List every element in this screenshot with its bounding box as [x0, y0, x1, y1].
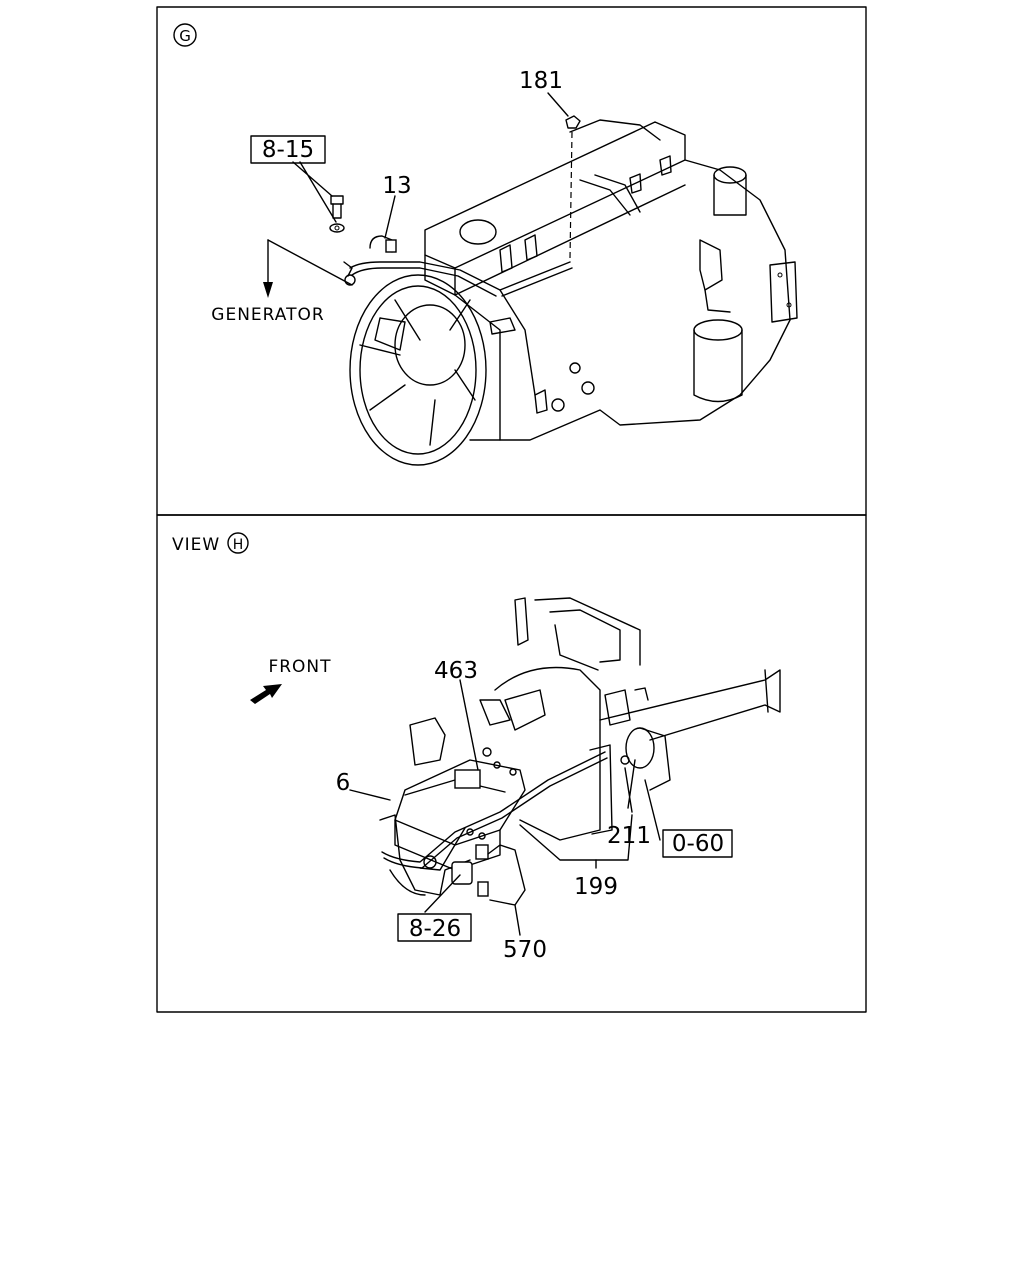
nut-181 [565, 115, 581, 259]
leader-0-60 [644, 779, 661, 841]
leader-570 [514, 904, 521, 936]
front-label: FRONT [268, 657, 331, 677]
leader-181 [547, 92, 569, 117]
panel-h: VIEW H FRONT [156, 514, 867, 1013]
leader-13 [384, 195, 396, 239]
engine-illustration [343, 119, 798, 466]
panel-h-frame [156, 514, 867, 1013]
transmission-illustration [379, 597, 781, 906]
view-label: VIEW [172, 535, 220, 555]
callout-8-26: 8-26 [409, 916, 461, 942]
svg-text:H: H [233, 537, 244, 553]
callout-570: 570 [503, 937, 547, 963]
leader-generator [267, 239, 353, 286]
leader-463 [459, 679, 479, 771]
leader-199 [519, 814, 633, 861]
callout-8-26-box [397, 913, 472, 942]
callout-199: 199 [574, 874, 618, 900]
generator-label: GENERATOR [211, 305, 324, 325]
bolt-washer [329, 195, 345, 233]
callout-0-60-box [662, 829, 733, 858]
generator-arrowhead [263, 282, 273, 298]
front-arrow-icon [250, 684, 282, 704]
leader-8-15 [292, 161, 337, 223]
callout-0-60: 0-60 [672, 831, 724, 857]
callout-13: 13 [382, 173, 411, 199]
marker-g: G [173, 23, 197, 47]
callout-8-15-box [250, 135, 326, 164]
callout-181: 181 [519, 68, 563, 94]
leader-6 [349, 789, 391, 801]
leader-211 [624, 759, 636, 813]
callout-6: 6 [336, 770, 351, 796]
marker-h: H [227, 532, 249, 554]
callout-8-15: 8-15 [262, 137, 314, 163]
svg-text:G: G [179, 27, 191, 45]
panel-g: G [156, 6, 867, 516]
callout-211: 211 [607, 823, 651, 849]
leader-8-26 [424, 874, 461, 913]
callout-463: 463 [434, 658, 478, 684]
